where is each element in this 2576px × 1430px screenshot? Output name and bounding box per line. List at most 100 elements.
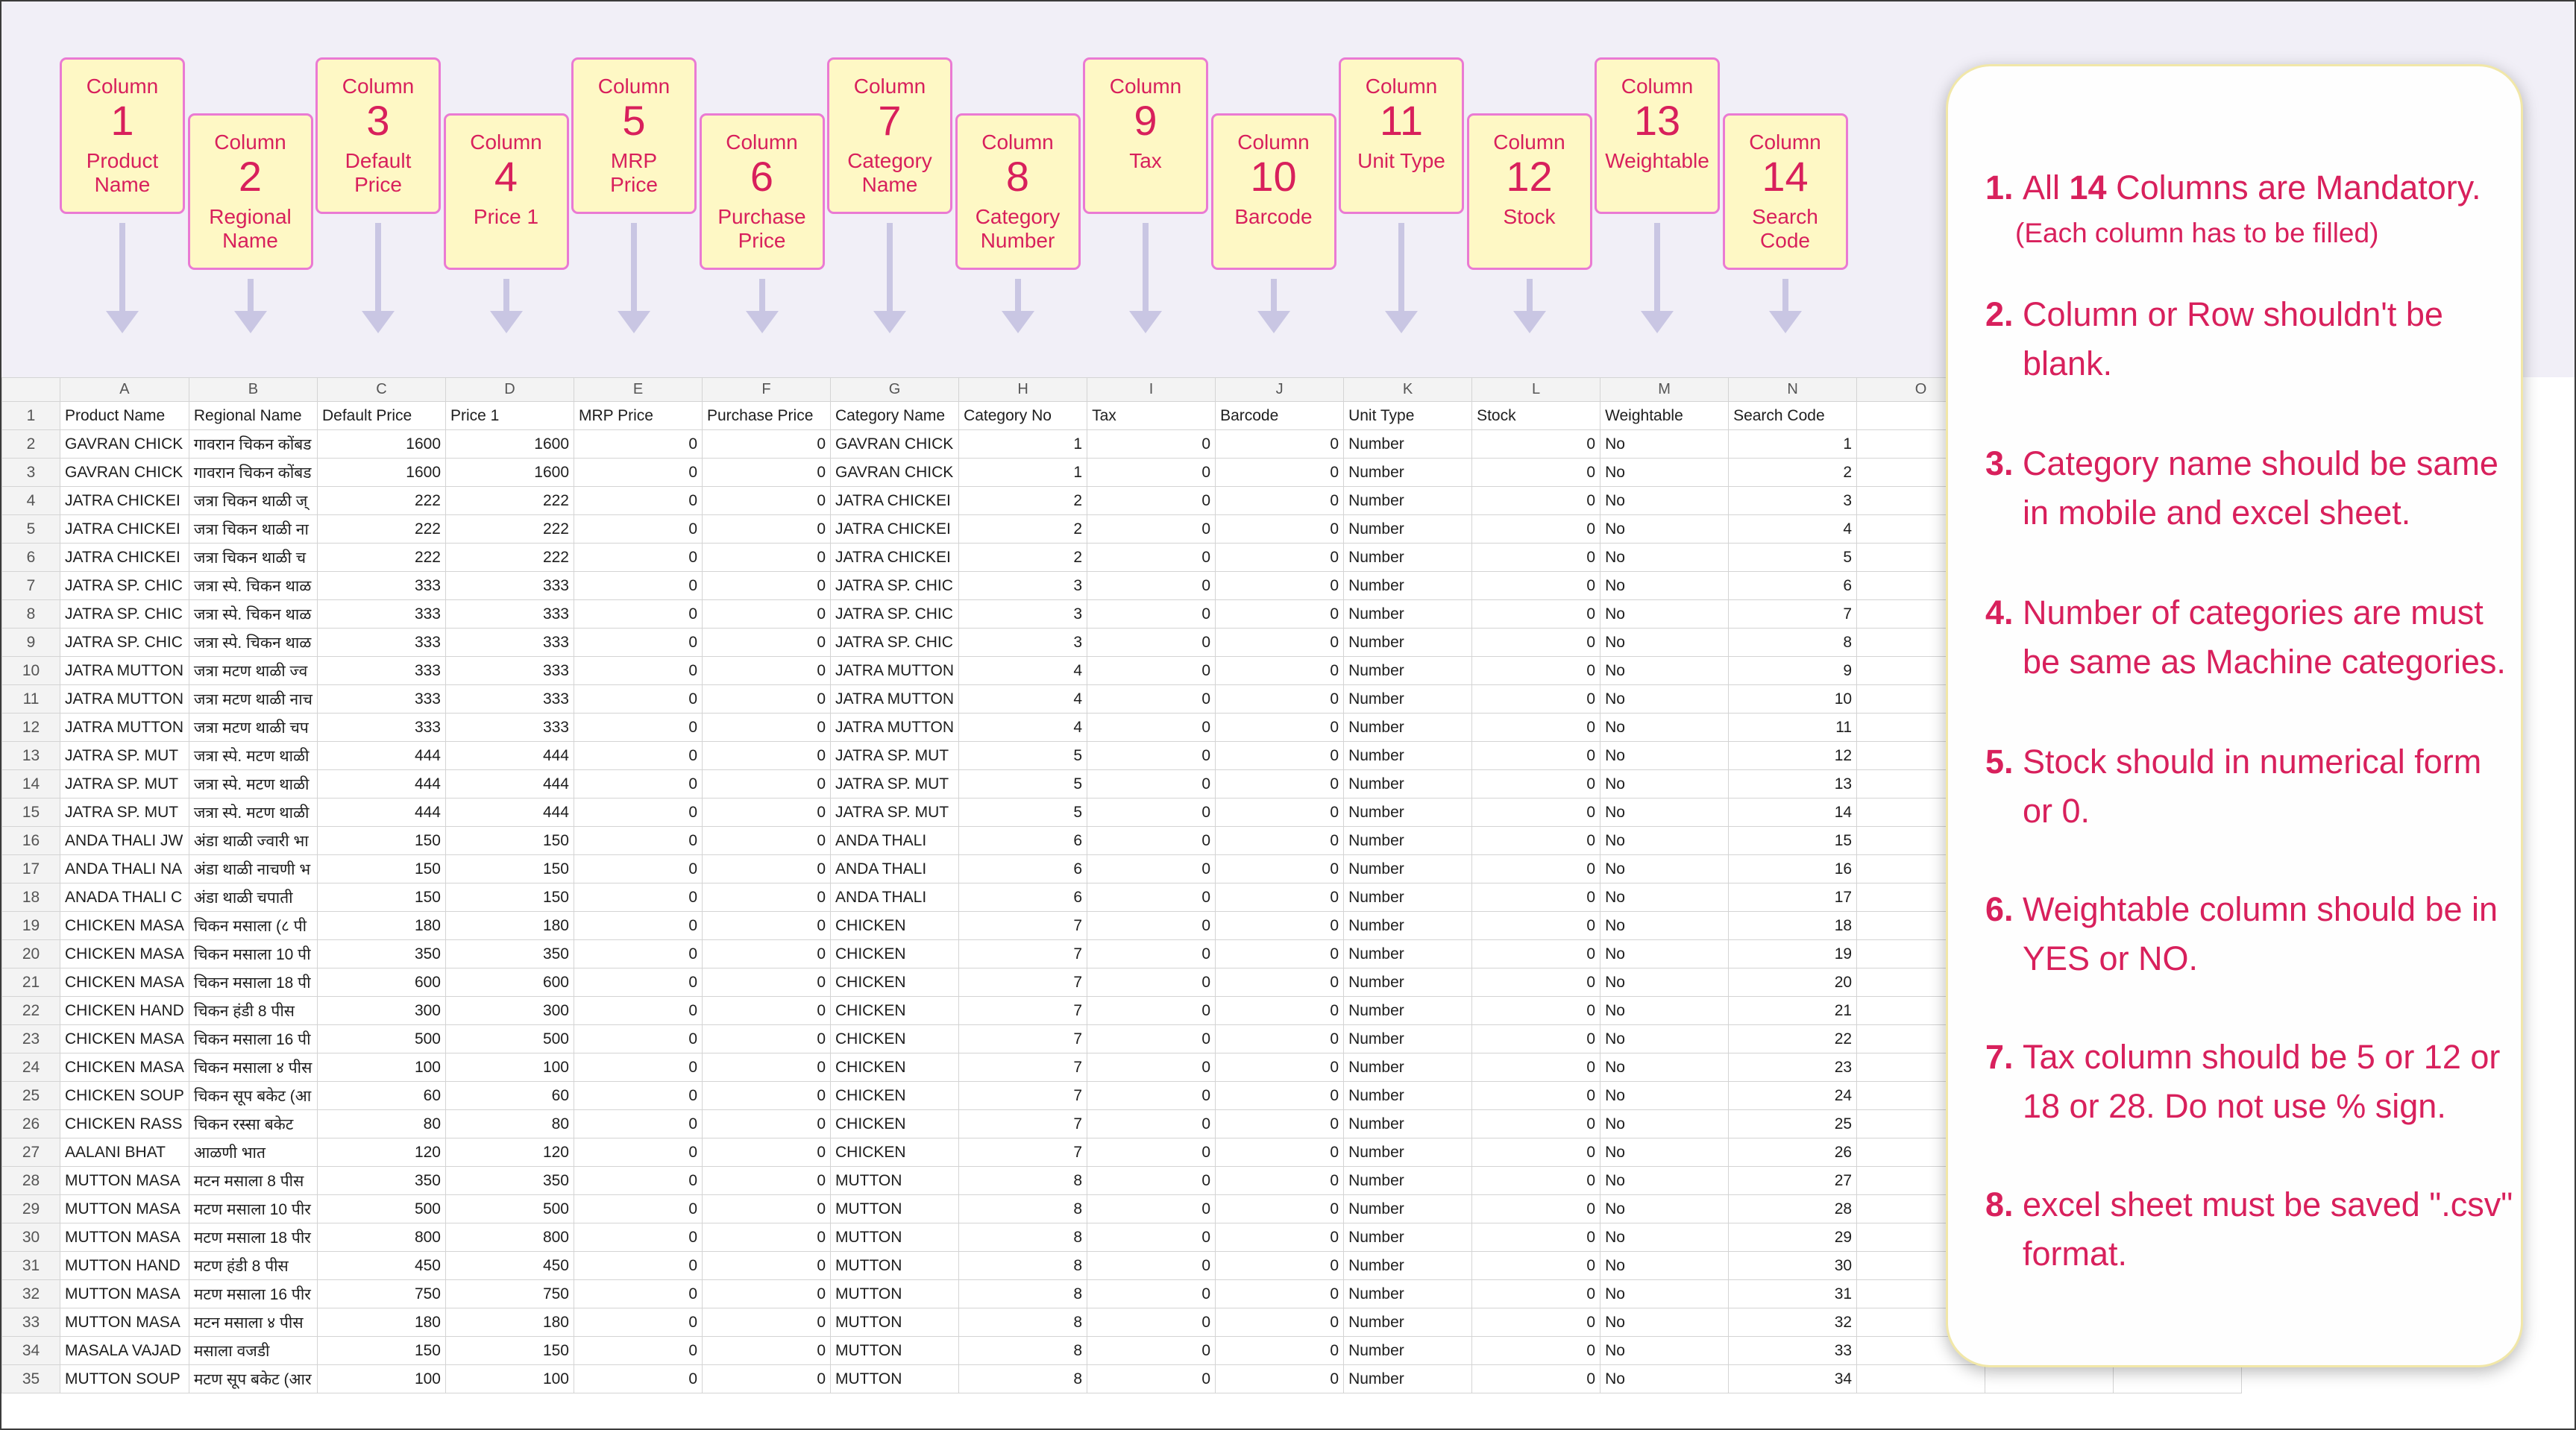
cell[interactable]: JATRA MUTTON	[60, 713, 189, 742]
cell[interactable]: 0	[1471, 571, 1601, 600]
column-letter[interactable]: K	[1343, 377, 1473, 402]
cell[interactable]: 300	[445, 996, 574, 1025]
cell[interactable]: 0	[574, 798, 703, 827]
cell[interactable]: 0	[1471, 684, 1601, 714]
cell[interactable]: 333	[445, 656, 574, 685]
cell[interactable]: 0	[1215, 1138, 1345, 1167]
cell[interactable]: MUTTON	[829, 1308, 960, 1337]
cell[interactable]: 0	[702, 741, 831, 770]
cell[interactable]: 2	[1728, 458, 1858, 487]
cell[interactable]: 0	[1471, 543, 1601, 572]
cell[interactable]: 0	[702, 1336, 831, 1365]
cell[interactable]: 0	[702, 486, 831, 515]
cell[interactable]: अंडा थाळी नाचणी भ	[188, 854, 318, 883]
cell[interactable]: 0	[1087, 1308, 1216, 1337]
cell[interactable]: 180	[317, 1308, 446, 1337]
cell[interactable]: 333	[317, 656, 446, 685]
cell[interactable]: मटण मसाला 18 पीर	[188, 1223, 318, 1252]
cell[interactable]: 19	[1728, 939, 1858, 968]
cell[interactable]: Number	[1343, 1081, 1473, 1110]
header-cell[interactable]: MRP Price	[574, 401, 703, 430]
cell[interactable]: JATRA SP. CHIC	[829, 571, 960, 600]
cell[interactable]: 29	[1728, 1223, 1858, 1252]
cell[interactable]: No	[1600, 798, 1730, 827]
cell[interactable]: 150	[317, 883, 446, 912]
cell[interactable]: MUTTON	[829, 1166, 960, 1195]
cell[interactable]: 0	[574, 741, 703, 770]
row-number[interactable]: 18	[1, 883, 60, 912]
header-cell[interactable]: Product Name	[60, 401, 189, 430]
cell[interactable]: JATRA SP. MUT	[60, 798, 189, 827]
cell[interactable]: ANDA THALI	[829, 854, 960, 883]
cell[interactable]: 0	[1215, 968, 1345, 997]
cell[interactable]: जत्रा मटण थाळी ज्व	[188, 656, 318, 685]
cell[interactable]: 31	[1728, 1279, 1858, 1308]
cell[interactable]: 0	[702, 883, 831, 912]
cell[interactable]: 33	[1728, 1336, 1858, 1365]
cell[interactable]: No	[1600, 939, 1730, 968]
cell[interactable]: 0	[1215, 458, 1345, 487]
cell[interactable]: ANDA THALI JW	[60, 826, 189, 855]
cell[interactable]: मटण मसाला 10 पीर	[188, 1194, 318, 1223]
cell[interactable]: 7	[958, 1081, 1088, 1110]
cell[interactable]: 0	[574, 1024, 703, 1053]
cell[interactable]: CHICKEN MASA	[60, 1024, 189, 1053]
cell[interactable]: 1	[958, 429, 1088, 459]
cell[interactable]: No	[1600, 1024, 1730, 1053]
cell[interactable]: जत्रा स्पे. चिकन थाळ	[188, 571, 318, 600]
row-number[interactable]: 20	[1, 939, 60, 968]
cell[interactable]: GAVRAN CHICK	[829, 429, 960, 459]
cell[interactable]: JATRA CHICKEI	[60, 514, 189, 544]
cell[interactable]: गावरान चिकन कोंबड	[188, 429, 318, 459]
cell[interactable]: 0	[1471, 1194, 1601, 1223]
cell[interactable]: JATRA SP. MUT	[829, 769, 960, 799]
cell[interactable]: No	[1600, 826, 1730, 855]
cell[interactable]: 0	[702, 826, 831, 855]
cell[interactable]: No	[1600, 854, 1730, 883]
cell[interactable]: 0	[574, 1223, 703, 1252]
cell[interactable]: No	[1600, 1279, 1730, 1308]
cell[interactable]: जत्रा स्पे. मटण थाळी	[188, 798, 318, 827]
cell[interactable]: JATRA MUTTON	[829, 713, 960, 742]
cell[interactable]: 7	[958, 1053, 1088, 1082]
row-number[interactable]: 19	[1, 911, 60, 940]
cell[interactable]: No	[1600, 684, 1730, 714]
cell[interactable]: 0	[1215, 1194, 1345, 1223]
cell[interactable]: 0	[1215, 769, 1345, 799]
cell[interactable]: CHICKEN	[829, 1053, 960, 1082]
cell[interactable]: MUTTON MASA	[60, 1308, 189, 1337]
cell[interactable]: 26	[1728, 1138, 1858, 1167]
cell[interactable]: 350	[445, 939, 574, 968]
cell[interactable]: 0	[574, 854, 703, 883]
cell[interactable]: Number	[1343, 571, 1473, 600]
cell[interactable]: 0	[1215, 628, 1345, 657]
header-cell[interactable]: Purchase Price	[702, 401, 831, 430]
cell[interactable]: 8	[958, 1223, 1088, 1252]
cell[interactable]: 150	[317, 826, 446, 855]
cell[interactable]: 0	[1087, 1223, 1216, 1252]
cell[interactable]: 0	[574, 543, 703, 572]
cell[interactable]	[1985, 1364, 2114, 1393]
cell[interactable]: 180	[445, 1308, 574, 1337]
cell[interactable]: 500	[317, 1024, 446, 1053]
cell[interactable]: मटण सूप बकेट (आर	[188, 1364, 318, 1393]
cell[interactable]: 333	[445, 571, 574, 600]
cell[interactable]: 10	[1728, 684, 1858, 714]
cell[interactable]: 0	[1087, 599, 1216, 629]
cell[interactable]: 4	[958, 684, 1088, 714]
cell[interactable]: 0	[1215, 939, 1345, 968]
header-cell[interactable]: Category Name	[829, 401, 960, 430]
cell[interactable]: 0	[702, 854, 831, 883]
cell[interactable]: 4	[958, 656, 1088, 685]
cell[interactable]: 18	[1728, 911, 1858, 940]
cell[interactable]: 0	[1471, 1279, 1601, 1308]
cell[interactable]: जत्रा चिकन थाळी च	[188, 543, 318, 572]
cell[interactable]: 350	[317, 939, 446, 968]
cell[interactable]: 100	[317, 1364, 446, 1393]
cell[interactable]: MUTTON MASA	[60, 1194, 189, 1223]
cell[interactable]: CHICKEN	[829, 1081, 960, 1110]
cell[interactable]: 0	[574, 1308, 703, 1337]
cell[interactable]: 0	[1471, 1138, 1601, 1167]
cell[interactable]: 450	[445, 1251, 574, 1280]
row-number[interactable]: 4	[1, 486, 60, 515]
